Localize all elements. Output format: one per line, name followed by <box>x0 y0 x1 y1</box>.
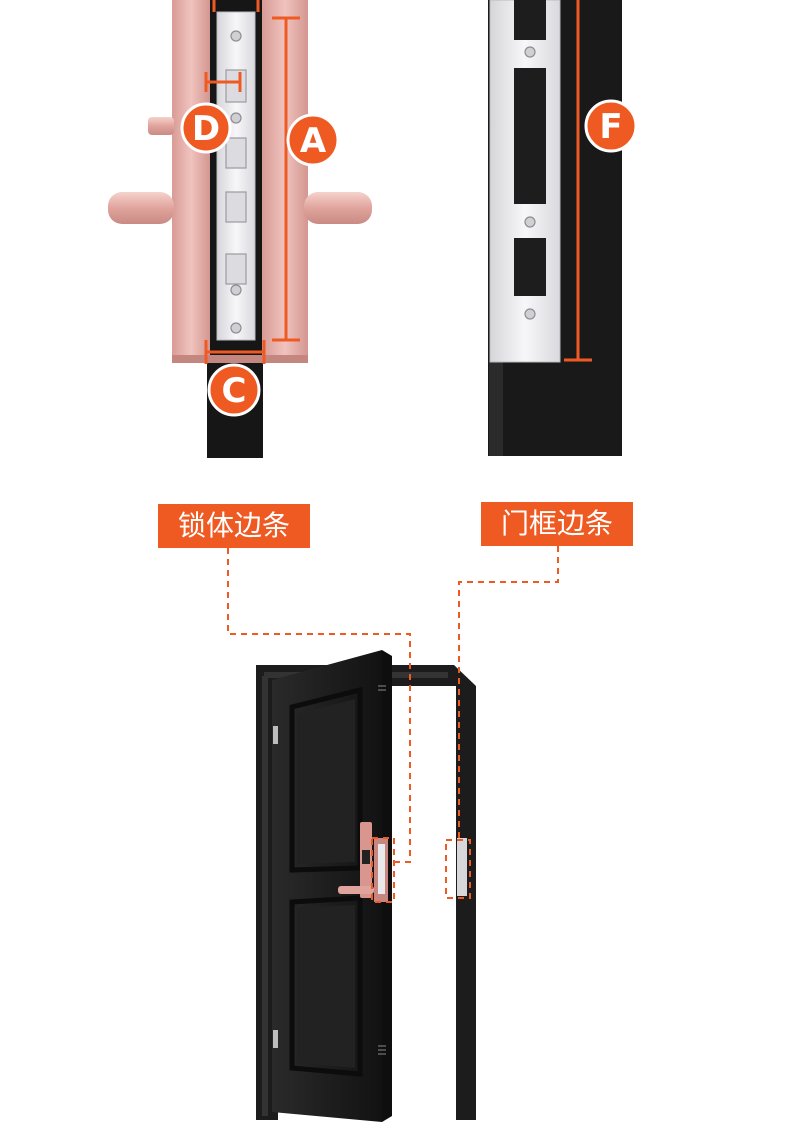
strike-openings <box>514 0 546 296</box>
hinge-bottom <box>273 1030 278 1048</box>
marker-f-letter: F <box>599 107 622 147</box>
escutcheon-left <box>172 0 210 360</box>
frame-strike-mini <box>457 838 467 896</box>
handle-right <box>304 192 372 224</box>
marker-c-letter: C <box>222 371 247 411</box>
faceplate-screws <box>230 30 242 334</box>
door-illustration <box>227 546 559 1122</box>
leader-door-frame <box>445 546 559 899</box>
hinge-top <box>273 726 278 744</box>
leader-lock-body <box>227 548 411 903</box>
door-panel-lower-inner <box>297 905 355 1068</box>
door-panel-upper-inner <box>297 699 355 864</box>
marker-d: D <box>180 102 232 154</box>
strike-screws <box>524 46 536 320</box>
door-panel-lower <box>289 895 363 1077</box>
dimension-a-line <box>272 16 300 342</box>
smart-lock-handle <box>338 886 374 894</box>
marker-c: C <box>207 363 261 417</box>
marker-a-letter: A <box>300 121 327 161</box>
lock-body-closeup: D A C <box>108 0 372 458</box>
dimension-f-line <box>564 0 592 362</box>
marker-f: F <box>584 99 638 153</box>
thumb-knob <box>148 117 174 135</box>
marker-d-letter: D <box>192 109 220 149</box>
marker-a: A <box>286 113 340 167</box>
handle-left <box>108 192 174 224</box>
frame-strike-closeup: F <box>488 0 638 456</box>
dimension-d-line <box>204 72 242 92</box>
label-lock-body-strip: 锁体边条 <box>158 504 310 548</box>
label-door-frame-strip: 门框边条 <box>481 502 633 546</box>
dimension-c-line <box>204 340 266 364</box>
leaf-edge-vents <box>378 685 386 1055</box>
